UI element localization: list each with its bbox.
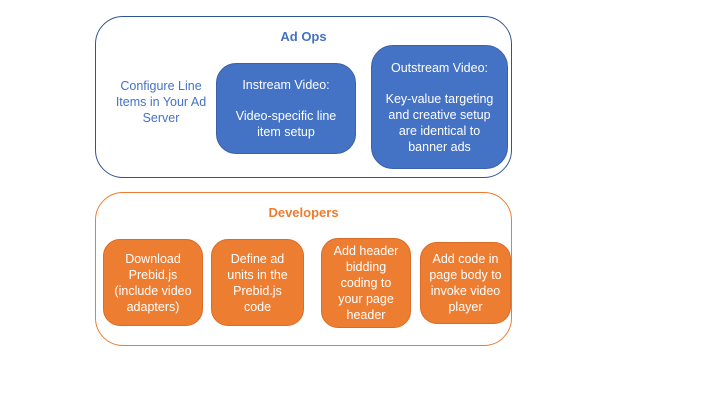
- dev-step-label: Download Prebid.js (include video adapte…: [114, 251, 192, 314]
- dev-step-label: Add code in page body to invoke video pl…: [429, 252, 502, 314]
- outstream-video-box: Outstream Video: Key-value targeting and…: [371, 45, 508, 169]
- ad-ops-title: Ad Ops: [280, 29, 327, 44]
- instream-video-heading: Instream Video:: [242, 78, 330, 92]
- outstream-video-body: Key-value targeting and creative setup a…: [385, 91, 494, 154]
- outstream-video-heading: Outstream Video:: [390, 60, 489, 75]
- dev-step-label: Add header bidding coding to your page h…: [333, 244, 399, 322]
- dev-step-define-ad-units-box: Define ad units in the Prebid.js code: [211, 239, 304, 326]
- dev-step-header-bidding-box: Add header bidding coding to your page h…: [321, 238, 411, 328]
- developers-group: Developers Download Prebid.js (include v…: [95, 192, 512, 346]
- dev-step-page-body-code-box: Add code in page body to invoke video pl…: [420, 242, 511, 324]
- dev-step-label: Define ad units in the Prebid.js code: [227, 251, 288, 314]
- developers-title: Developers: [268, 205, 339, 220]
- ad-ops-group: Ad Ops Configure Line Items in Your Ad S…: [95, 16, 512, 178]
- instream-video-box: Instream Video: Video-specific line item…: [216, 63, 356, 154]
- dev-step-download-prebid-box: Download Prebid.js (include video adapte…: [103, 239, 203, 326]
- instream-video-body: Video-specific line item setup: [235, 109, 337, 139]
- configure-line-items-note: Configure Line Items in Your Ad Server: [115, 79, 207, 125]
